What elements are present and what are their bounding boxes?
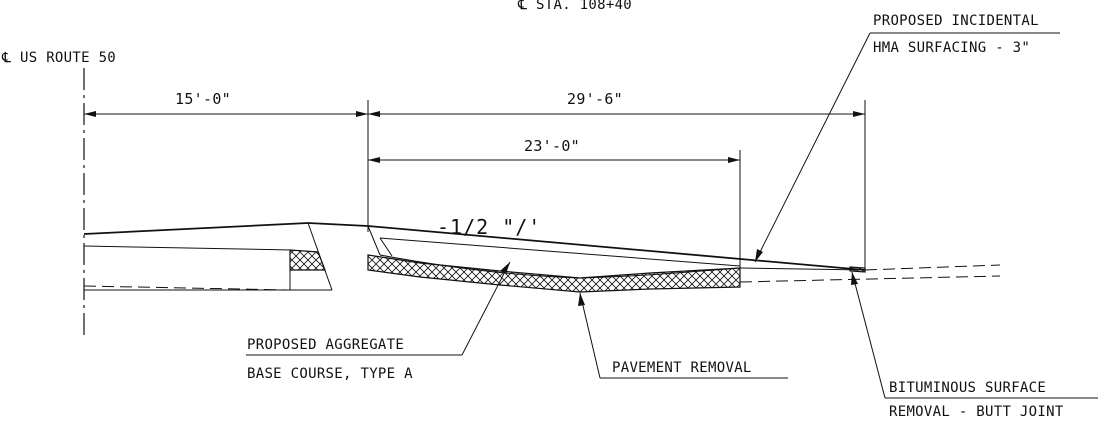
aggregate-base-label-line2: BASE COURSE, TYPE A [247, 366, 413, 382]
dimension-total-width-label: 29'-6" [567, 90, 623, 108]
dimension-total-width: 29'-6" [368, 90, 866, 268]
pavement-removal-label: PAVEMENT REMOVAL [612, 360, 752, 376]
dimension-inner-width-label: 23'-0" [524, 137, 580, 155]
bituminous-removal-label-line1: BITUMINOUS SURFACE [889, 380, 1046, 396]
slope-label: -1/2 "/' [437, 215, 541, 239]
leader-aggregate-base: PROPOSED AGGREGATE BASE COURSE, TYPE A [246, 261, 511, 382]
dimension-inner-width: 23'-0" [368, 137, 741, 270]
proposed-surfacing [367, 225, 866, 279]
aggregate-base-hatch [289, 249, 741, 293]
hma-surfacing-label-line1: PROPOSED INCIDENTAL [873, 13, 1039, 29]
leader-hma-surfacing: PROPOSED INCIDENTAL HMA SURFACING - 3" [754, 13, 1060, 263]
bituminous-removal-label-line2: REMOVAL - BUTT JOINT [889, 404, 1064, 420]
existing-pavement [83, 222, 369, 291]
leader-pavement-removal: PAVEMENT REMOVAL [578, 292, 788, 379]
existing-ground [83, 264, 1001, 291]
hma-surfacing-label-line2: HMA SURFACING - 3" [873, 40, 1030, 56]
dimension-left-width: 15'-0" [84, 90, 369, 232]
station-label: ℄ STA. 108+40 [517, 0, 632, 13]
aggregate-base-label-line1: PROPOSED AGGREGATE [247, 337, 404, 353]
leader-bituminous-removal: BITUMINOUS SURFACE REMOVAL - BUTT JOINT [851, 271, 1098, 420]
route-centerline-label: ℄ US ROUTE 50 [1, 50, 116, 66]
dimension-left-width-label: 15'-0" [175, 90, 231, 108]
